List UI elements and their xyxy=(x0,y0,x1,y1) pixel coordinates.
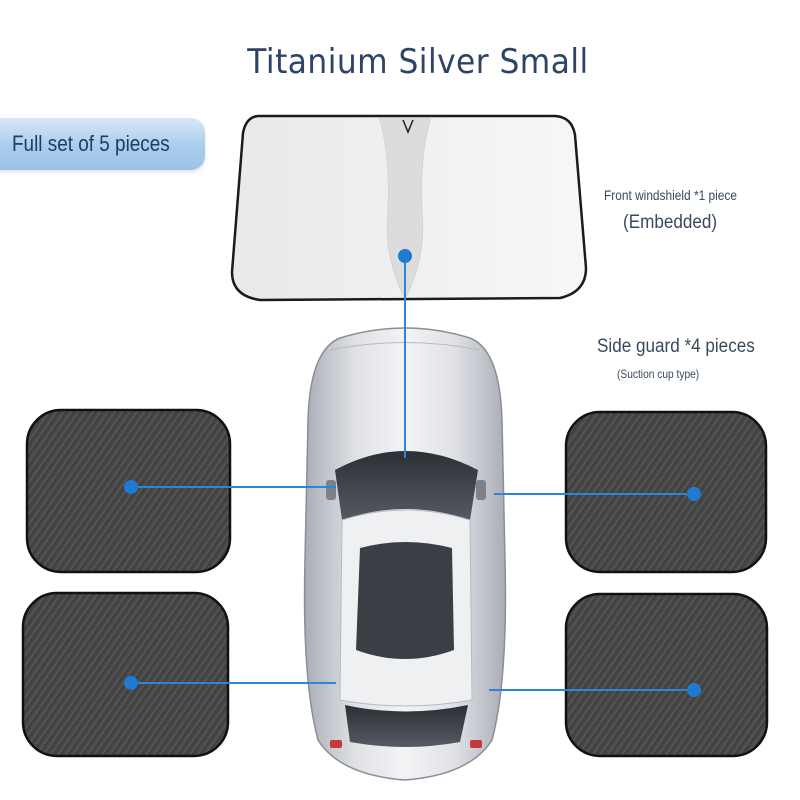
set-count-badge: Full set of 5 pieces xyxy=(0,118,205,170)
side-guard-rear-right xyxy=(564,592,769,758)
side-guard-label: Side guard *4 pieces xyxy=(597,336,755,357)
rear-left-dot xyxy=(124,676,138,690)
windshield-dot xyxy=(398,249,412,263)
front-left-dot xyxy=(124,480,138,494)
callout-lines xyxy=(131,257,694,691)
car-top-view xyxy=(303,327,507,781)
set-count-label: Full set of 5 pieces xyxy=(12,131,170,156)
side-guard-front-right xyxy=(564,410,768,574)
rear-right-dot xyxy=(687,683,701,697)
page-title: Titanium Silver Small xyxy=(247,42,589,82)
windshield-shade xyxy=(230,114,588,302)
windshield-sublabel: (Embedded) xyxy=(623,212,718,233)
front-right-dot xyxy=(687,487,701,501)
windshield-label: Front windshield *1 piece xyxy=(604,187,737,203)
side-guard-rear-left xyxy=(21,591,230,758)
side-guard-sublabel: (Suction cup type) xyxy=(617,367,700,381)
callout-dots xyxy=(124,249,701,697)
